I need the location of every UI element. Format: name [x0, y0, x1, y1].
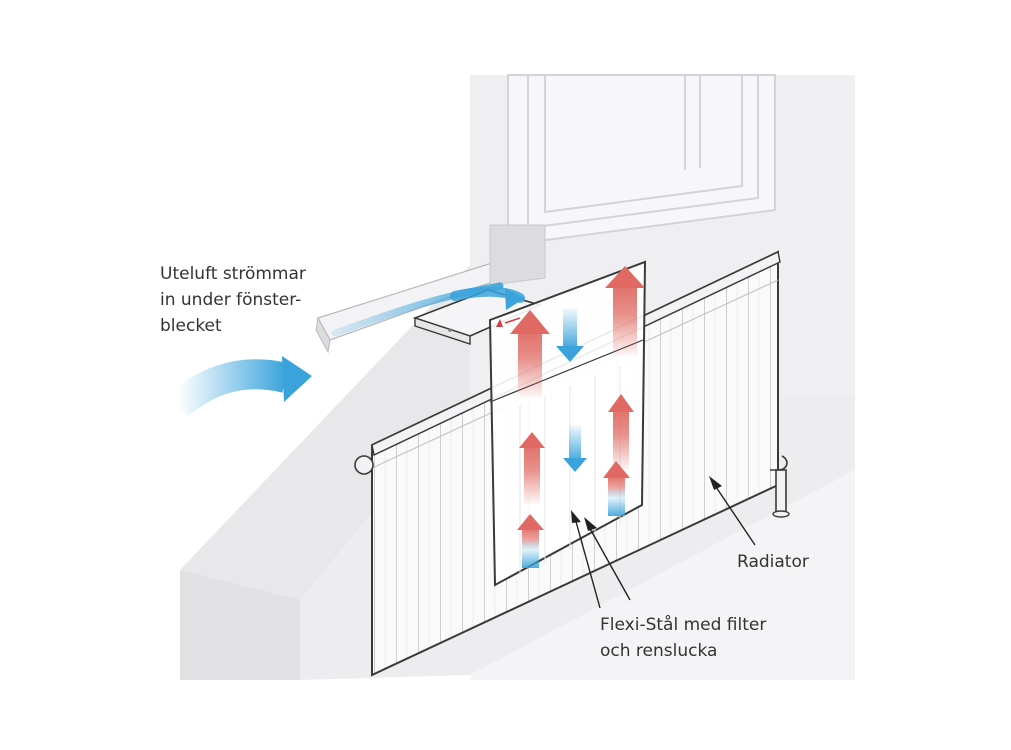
leader-lines — [571, 476, 756, 609]
flexi-leader-arrowhead-2 — [571, 510, 581, 523]
window — [507, 74, 776, 247]
up-arrow-icon — [510, 266, 645, 568]
window-flashing — [315, 224, 546, 354]
label-flexi-line-2: och renslucka — [600, 641, 718, 661]
flexi-leader-1 — [587, 524, 631, 601]
radiator-leader — [713, 483, 756, 546]
label-outdoor-air-line-1: Uteluft strömmar — [160, 264, 306, 284]
label-outdoor-air-line-3: blecket — [160, 316, 222, 336]
label-radiator: Radiator — [737, 549, 809, 575]
label-flexi-line-1: Flexi-Stål med filter — [600, 615, 767, 635]
label-outdoor-air-line-2: in under fönster- — [160, 290, 302, 310]
flexi-leader-2 — [574, 517, 601, 609]
down-arrow-icon — [556, 308, 587, 472]
label-outdoor-air: Uteluft strömmar in under fönster- bleck… — [160, 261, 306, 339]
curved-arrow-icon — [168, 356, 312, 417]
label-flexi-steel: Flexi-Stål med filter och renslucka — [600, 612, 766, 664]
intake-box — [412, 286, 543, 345]
label-radiator-text: Radiator — [737, 552, 809, 572]
radiator-leader-arrowhead — [709, 476, 722, 490]
flexi-leader-arrowhead-1 — [584, 517, 597, 531]
